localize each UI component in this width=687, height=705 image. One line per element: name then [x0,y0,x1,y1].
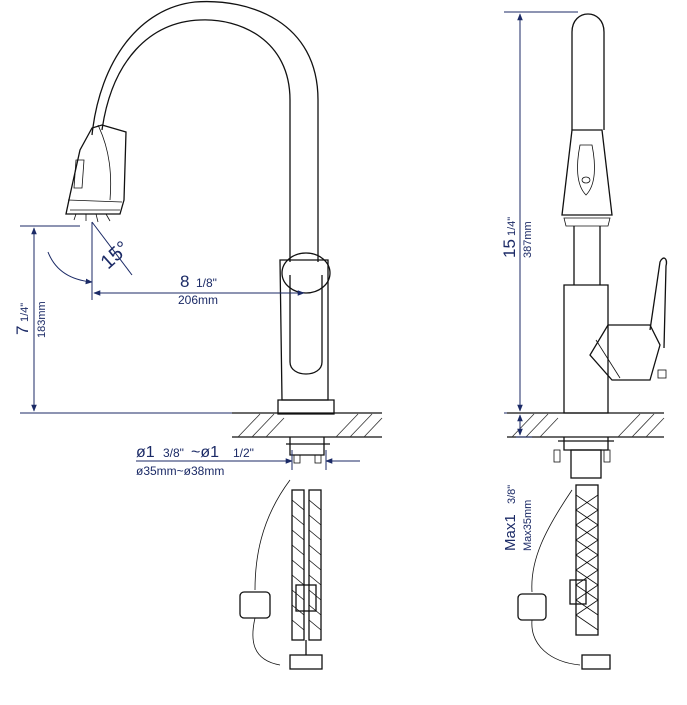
height-dimension [20,225,232,414]
front-supply-lines [239,437,330,670]
angle-dimension [47,221,133,300]
front-countertop [232,412,383,438]
reach-value: 8 [180,272,189,291]
deck-max-label: Max1 [502,514,519,551]
side-supply-lines [517,437,614,670]
hole-dia-a-frac: 3/8" [163,446,184,460]
height-frac: 1/4" [19,303,31,322]
reach-frac: 1/8" [196,276,217,290]
deck-max-mm: Max35mm [522,500,534,551]
hole-dia-a: ø1 [136,444,155,461]
hole-dia-mm: ø35mm~ø38mm [136,464,224,478]
front-faucet-body [65,0,335,415]
deck-max-frac: 3/8" [506,485,518,504]
angle-label: 15° [97,237,134,274]
hole-dia-b-frac: 1/2" [233,446,254,460]
reach-mm: 206mm [178,293,218,307]
hole-dia-sep: ~ø1 [191,444,219,461]
total-height-frac: 1/4" [506,217,518,236]
height-value: 7 [13,326,32,335]
total-height-value: 15 [500,239,519,258]
total-height-dimension [504,11,578,414]
side-countertop [507,412,665,438]
side-faucet-body [561,13,668,414]
deck-max-dimension [516,414,532,438]
total-height-mm: 387mm [522,221,534,258]
height-mm: 183mm [36,301,48,338]
front-view: 7 1/4" 183mm 15° 8 1/8" 206mm ø1 3/8" ~ø… [13,0,383,670]
hole-diameter-dimension [136,450,360,470]
side-view: 15 1/4" 387mm Max1 3/8" Max35mm [500,11,668,670]
